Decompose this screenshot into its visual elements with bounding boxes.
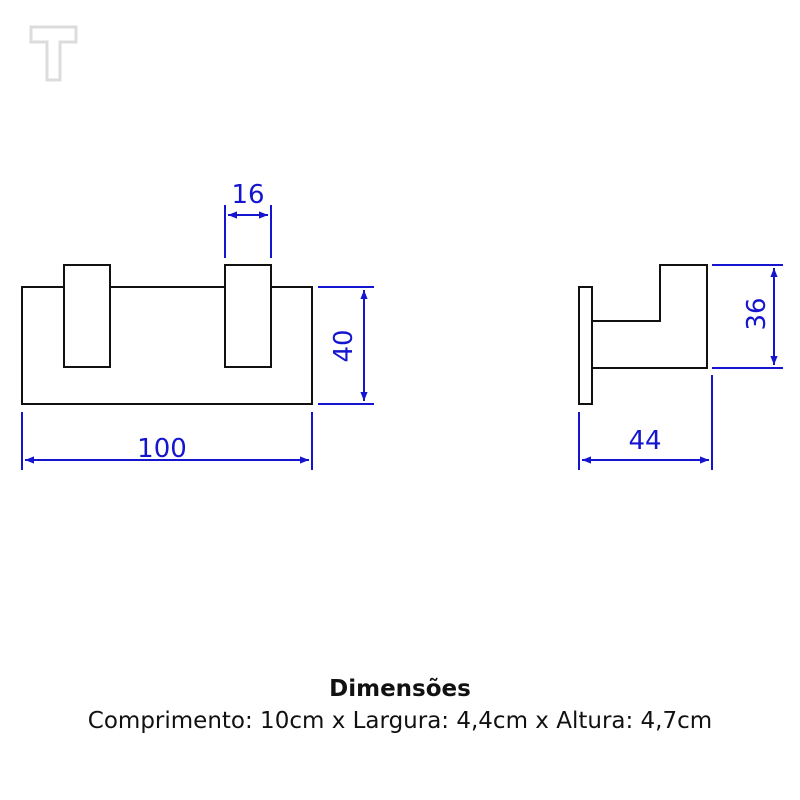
front-base-plate xyxy=(21,286,313,405)
side-view xyxy=(578,264,708,405)
dim-side-depth xyxy=(578,375,713,470)
front-view xyxy=(21,264,313,405)
dim-front-height xyxy=(318,286,374,405)
logo-letter: T xyxy=(53,69,54,71)
dim-side-depth-label: 44 xyxy=(628,426,661,456)
side-hook-profile xyxy=(592,264,708,369)
dim-hook-width xyxy=(224,205,272,258)
side-wall-plate xyxy=(578,286,593,405)
dim-front-width-label: 100 xyxy=(137,434,187,464)
dim-hook-label: 16 xyxy=(231,180,264,210)
dim-front-width xyxy=(21,412,313,470)
caption-title: Dimensões xyxy=(329,676,471,702)
front-hook-right xyxy=(224,264,272,368)
front-hook-left xyxy=(63,264,111,368)
caption-details: Comprimento: 10cm x Largura: 4,4cm x Alt… xyxy=(87,708,713,734)
dim-side-height-label: 36 xyxy=(742,297,772,330)
dim-side-height xyxy=(712,264,783,369)
dim-front-height-label: 40 xyxy=(329,329,359,362)
logo-icon: T xyxy=(29,25,78,82)
